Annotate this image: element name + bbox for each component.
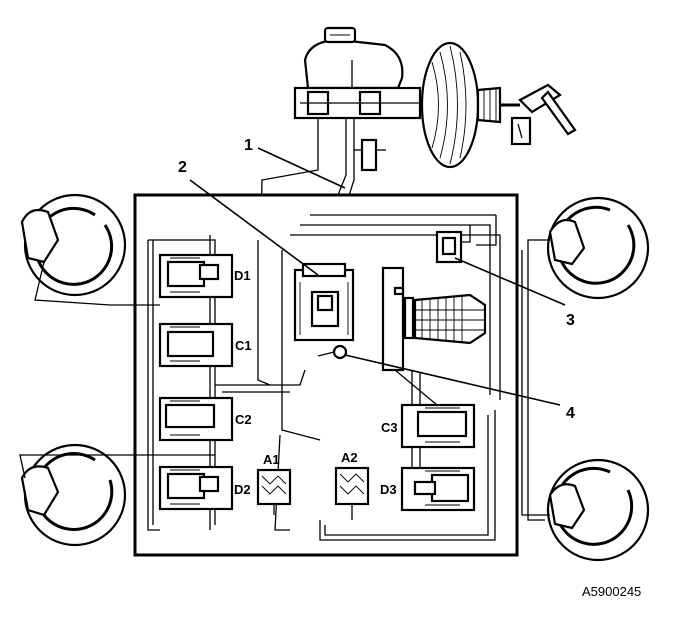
leader-lines <box>189 147 566 406</box>
label-d1: D1 <box>234 268 251 283</box>
callout-3: 3 <box>566 312 575 329</box>
valve-c2 <box>158 396 234 442</box>
valve-d2 <box>158 465 234 511</box>
wheel-front-right <box>527 196 650 521</box>
central-valve-block <box>293 262 355 342</box>
valve-d3 <box>400 466 476 512</box>
figure-code: A5900245 <box>582 584 641 599</box>
label-a2: A2 <box>341 450 358 465</box>
wheel-rear-left <box>19 443 215 547</box>
label-c2: C2 <box>235 412 252 427</box>
accumulator-a2 <box>334 466 370 520</box>
label-d3: D3 <box>380 482 397 497</box>
check-valve-4 <box>317 344 348 360</box>
accumulator-a1 <box>256 468 292 515</box>
label-c3: C3 <box>381 420 398 435</box>
pump-and-motor <box>381 266 487 372</box>
callout-2: 2 <box>178 159 187 176</box>
callout-1: 1 <box>244 137 253 154</box>
valve-c3 <box>400 403 476 449</box>
label-d2: D2 <box>234 482 251 497</box>
valve-c1 <box>158 322 234 368</box>
label-c1: C1 <box>235 338 252 353</box>
pressure-switch-3 <box>435 230 463 264</box>
wheel-front-left <box>20 193 160 306</box>
label-a1: A1 <box>263 452 280 467</box>
callout-4: 4 <box>566 405 575 422</box>
valve-d1 <box>158 253 234 299</box>
wheel-rear-right <box>521 250 650 562</box>
